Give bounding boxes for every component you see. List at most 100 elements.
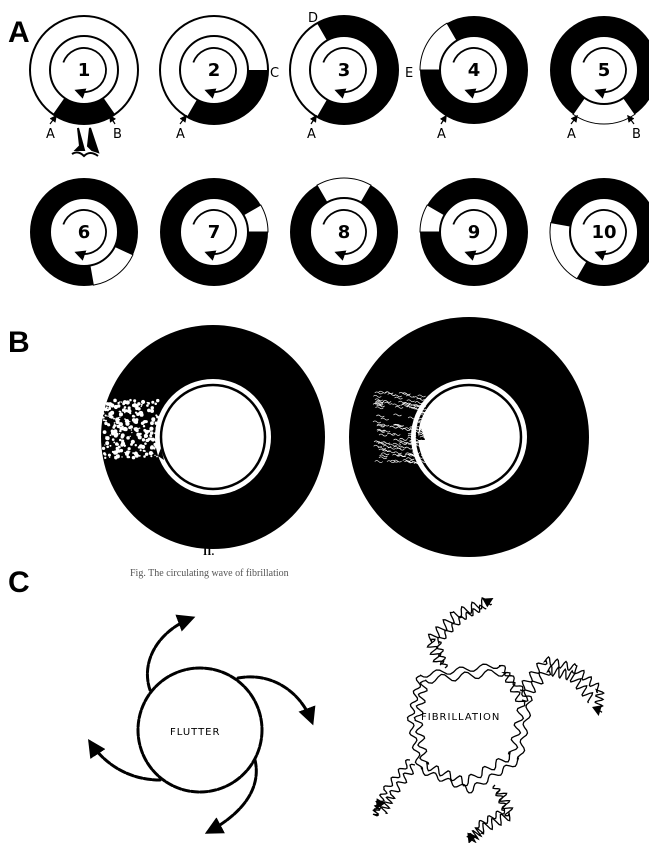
stipple xyxy=(142,438,145,441)
stipple xyxy=(148,438,151,441)
stipple xyxy=(151,401,154,404)
stipple xyxy=(106,415,107,416)
ring-1: 1 xyxy=(30,16,138,124)
panel-b: II. III. Fig. The circulating wave of fi… xyxy=(101,317,589,579)
stipple xyxy=(109,445,111,447)
stipple xyxy=(102,403,105,406)
stipple xyxy=(129,425,132,428)
stipple xyxy=(113,399,117,403)
stipple xyxy=(118,419,120,421)
stipple xyxy=(118,446,121,449)
stipple xyxy=(115,424,117,426)
stipple xyxy=(147,402,148,403)
stipple xyxy=(130,436,131,437)
stipple xyxy=(119,417,120,418)
stipple xyxy=(135,444,137,446)
stipple xyxy=(129,399,132,402)
stipple xyxy=(134,420,138,424)
stipple xyxy=(119,413,120,414)
stipple xyxy=(104,444,105,445)
stipple xyxy=(122,442,125,445)
ring-ii-gap xyxy=(155,379,271,495)
ring-4: 4 xyxy=(420,16,528,124)
stipple xyxy=(107,423,110,426)
label-a-1: A xyxy=(46,127,55,142)
stipple xyxy=(133,399,136,402)
panel-a-ring-sequence: 12345678910 xyxy=(30,16,649,286)
stipple xyxy=(137,428,139,430)
stipple xyxy=(134,427,137,430)
stipple xyxy=(143,455,146,458)
panel-label-b: B xyxy=(8,326,30,359)
stipple xyxy=(121,433,125,437)
stipple xyxy=(124,406,127,409)
fibrillation-label: FIBRILLATION xyxy=(421,712,500,723)
ring-2: 2 xyxy=(160,16,268,124)
ring-number: 5 xyxy=(598,60,611,81)
stipple xyxy=(157,431,159,433)
stipple xyxy=(133,404,135,406)
stipple xyxy=(106,406,108,408)
ring-ii-label: II. xyxy=(203,546,215,558)
stipple xyxy=(117,404,121,408)
stipple xyxy=(110,415,113,418)
stipple xyxy=(138,435,142,439)
ring-number: 3 xyxy=(338,60,351,81)
stipple xyxy=(105,437,108,440)
stipple xyxy=(128,406,131,409)
flutter-arm-bottom xyxy=(208,760,256,832)
stipple xyxy=(113,441,115,443)
stipple xyxy=(124,400,125,401)
stipple xyxy=(111,432,112,433)
ring-number: 8 xyxy=(338,222,351,243)
stipple xyxy=(141,406,142,407)
stipple xyxy=(122,402,125,405)
stipple xyxy=(145,452,148,455)
stipple xyxy=(152,419,155,422)
fibrillation-wavelet xyxy=(414,670,524,786)
ring-number: 6 xyxy=(78,222,91,243)
stipple xyxy=(129,421,130,422)
ring-iii-gap xyxy=(411,379,527,495)
stipple xyxy=(102,447,105,450)
stipple xyxy=(116,420,120,424)
ring-3: 3 xyxy=(290,16,398,124)
stipple xyxy=(105,441,109,445)
stipple xyxy=(151,438,155,442)
stipple xyxy=(102,416,104,418)
stipple xyxy=(117,425,120,428)
ring-9: 9 xyxy=(420,178,528,286)
stipple xyxy=(126,451,130,455)
stipple xyxy=(115,433,118,436)
stipple xyxy=(148,409,150,411)
ring-number: 4 xyxy=(468,60,481,81)
stipple xyxy=(139,411,143,415)
flutter-arm-right xyxy=(238,677,312,722)
stipple xyxy=(108,454,111,457)
label-d-3: D xyxy=(308,11,318,26)
ring-8: 8 xyxy=(290,178,398,286)
stipple xyxy=(139,455,140,456)
stipple xyxy=(103,452,106,455)
label-a-4: A xyxy=(437,127,446,142)
stipple xyxy=(131,432,132,433)
stipple xyxy=(123,428,125,430)
stipple xyxy=(155,422,158,425)
stipple xyxy=(112,451,114,453)
ring-number: 10 xyxy=(591,222,616,243)
fibrillation-wavelet xyxy=(428,598,492,665)
stipple xyxy=(132,415,135,418)
stipple xyxy=(134,452,137,455)
stipple xyxy=(102,412,105,415)
stipple xyxy=(105,415,107,417)
stipple xyxy=(144,437,145,438)
stipple xyxy=(140,433,142,435)
ring-number: 9 xyxy=(468,222,481,243)
stipple xyxy=(139,428,140,429)
stipple xyxy=(114,456,117,459)
ring-number: 1 xyxy=(78,60,91,81)
stipple xyxy=(125,422,129,426)
stipple xyxy=(108,407,111,410)
stipple xyxy=(110,411,114,415)
